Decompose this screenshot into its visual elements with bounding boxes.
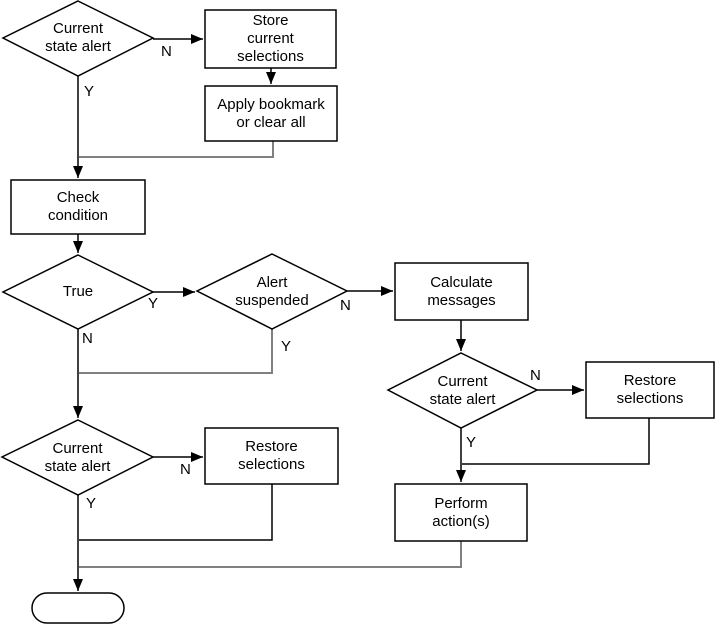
process-restore-selections-right-shape — [585, 361, 715, 419]
decision-alert-suspended-shape — [195, 253, 349, 330]
edge-perform-actions-merge — [79, 541, 462, 568]
edge-apply-bookmark-merge — [79, 141, 274, 158]
process-perform-actions-shape — [394, 483, 528, 542]
decision-current-state-alert-top-shape — [1, 0, 155, 77]
process-apply-bookmark-shape — [204, 85, 338, 142]
edge-restore-left-merge — [79, 484, 273, 541]
process-store-current-selections-shape — [204, 9, 337, 69]
decision-true-shape — [1, 254, 155, 330]
edge-alert-suspended-yes-line — [79, 329, 273, 374]
edge-restore-right-merge — [462, 418, 650, 465]
decision-current-state-alert-bottom-shape — [0, 419, 155, 496]
flow-connectors — [73, 34, 584, 591]
process-check-condition-shape — [10, 179, 146, 235]
decision-current-state-alert-right-shape — [386, 352, 539, 429]
terminator-end-shape — [31, 592, 125, 624]
process-restore-selections-left-shape — [204, 427, 339, 485]
process-calculate-messages-shape — [394, 262, 529, 321]
merge-connectors — [79, 141, 650, 568]
